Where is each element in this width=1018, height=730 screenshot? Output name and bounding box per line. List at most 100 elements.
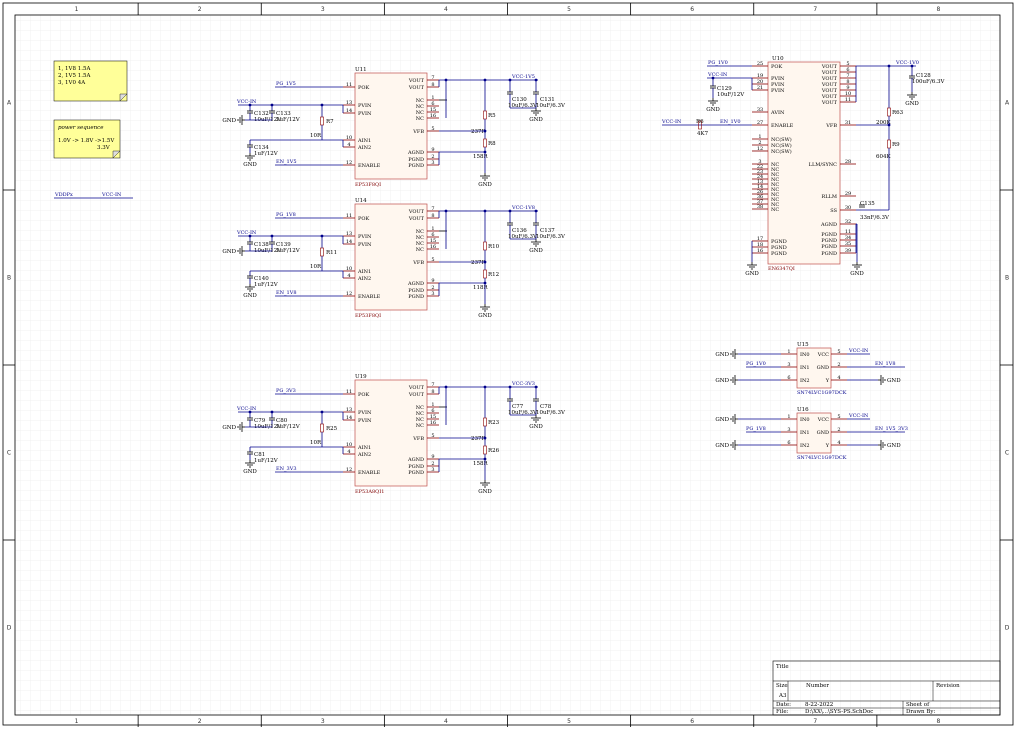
pin-name: VOUT (821, 88, 838, 94)
pin-number: 2 (837, 427, 840, 433)
output-net-label: VCC-1V8 (511, 205, 535, 211)
zone-row-left: A (7, 100, 12, 107)
pin-number: 20 (757, 79, 763, 85)
zone-row-left: D (7, 625, 12, 632)
vddp-label: VDDPx (54, 192, 73, 198)
pin-number: 8 (431, 213, 434, 219)
pin-name: PVIN (771, 76, 785, 82)
cap-value: 33nF/6.3V (860, 215, 890, 221)
pin-number: 4 (837, 440, 840, 446)
pin-name: GND (817, 430, 829, 436)
zone-row-right: D (1005, 625, 1010, 632)
ground-symbol: GND (850, 262, 864, 277)
pin-number: 3 (787, 427, 790, 433)
pin-name: VOUT (408, 385, 425, 391)
current-note: 1, 1V8 1.5A 2, 1V5 1.5A 3, 1V0 4A (53, 60, 128, 102)
title-label: Title (776, 664, 789, 670)
junction-dot (483, 260, 487, 264)
ground-label: GND (243, 469, 257, 475)
note-line-1: 1, 1V8 1.5A (58, 66, 91, 72)
pin-number: 2 (431, 154, 434, 160)
pin-number: 5 (431, 433, 434, 439)
pok-net-label: PG_3V3 (276, 388, 296, 394)
ground-symbol: GND (715, 375, 738, 385)
ground-symbol: GND (715, 349, 738, 359)
pin-name: PGND (821, 238, 837, 244)
pin-name: IN1 (800, 365, 810, 371)
pin-name: VFB (825, 123, 837, 129)
pin-number: 14 (346, 415, 352, 421)
ground-label: GND (222, 118, 236, 124)
zone-col-top: 7 (813, 6, 817, 13)
cap-ref: C140 (254, 276, 269, 282)
pin-number: 39 (845, 248, 851, 254)
pin-number: 4 (347, 142, 350, 148)
resistor-ref: R5 (488, 113, 496, 119)
pin-name: NC (771, 207, 779, 213)
pin-name: PVIN (358, 418, 372, 424)
pin-name: AGND (407, 457, 424, 463)
pin-number: 12 (346, 467, 352, 473)
junction-dot (270, 410, 274, 414)
pok-net-label: PG_1V8 (276, 212, 296, 218)
pin-name: VOUT (821, 100, 838, 106)
size-label: Size (776, 683, 788, 689)
pin-number: 36 (757, 194, 763, 200)
pin-number: 26 (757, 189, 763, 195)
output-net-label: VCC-3V3 (511, 381, 535, 387)
pin-number: 12 (346, 291, 352, 297)
junction-dot (483, 281, 487, 285)
pin-number: 13 (346, 407, 352, 413)
pin-number: 16 (430, 420, 436, 426)
pin-name: VOUT (821, 70, 838, 76)
ground-label: GND (222, 249, 236, 255)
output-net-label: VCC-1V0 (895, 60, 919, 66)
resistor-ref: R25 (326, 426, 338, 432)
pin-number: 1 (431, 95, 434, 101)
zone-col-top: 8 (937, 6, 941, 13)
ground-label: GND (715, 443, 729, 449)
pin-name: AGND (407, 281, 424, 287)
pin-name: PGND (821, 244, 837, 250)
pin-number: 11 (346, 213, 352, 219)
cap-ref: C81 (254, 452, 265, 458)
pin-number: 10 (346, 135, 352, 141)
ic-ref: U16 (797, 407, 809, 413)
ground-symbol: GND (529, 415, 543, 430)
pin-name: PGND (771, 251, 787, 257)
regulator-u11: U11EP53F8QIPOK11PVIN13PVIN14AIN110AIN24E… (222, 67, 566, 188)
pin-number: 24 (757, 174, 763, 180)
ground-label: GND (478, 182, 492, 188)
pin-number: 16 (757, 248, 763, 254)
ground-symbol: GND (478, 173, 492, 188)
pin-number: 27 (757, 120, 763, 126)
pin-number: 11 (346, 389, 352, 395)
pin-name: IN0 (800, 352, 810, 358)
ground-symbol: GND (715, 414, 738, 424)
pin-name: VFB (412, 436, 424, 442)
pin-name: ENABLE (771, 123, 794, 129)
pin-name: NC (771, 172, 779, 178)
pin-number: 15 (430, 107, 436, 113)
pin-number: 9 (431, 278, 434, 284)
file-label: File: (776, 709, 789, 715)
pin-name: NC (416, 229, 424, 235)
input-net-label: PG_1V0 (746, 361, 766, 367)
ground-symbol: GND (878, 440, 901, 450)
pin-name: NC (416, 241, 424, 247)
regulators: U11EP53F8QIPOK11PVIN13PVIN14AIN110AIN24E… (222, 67, 566, 495)
pin-name: NC(SW) (771, 148, 792, 155)
pin-number: 19 (757, 73, 763, 79)
junction-dot (320, 410, 324, 414)
zone-row-left: C (7, 450, 11, 457)
zone-col-bottom: 8 (937, 718, 941, 725)
resistor-ref: R11 (326, 250, 337, 256)
ground-symbol: GND (745, 262, 759, 277)
pin-name: ENABLE (358, 294, 381, 300)
pin-number: 1 (758, 134, 761, 140)
ground-label: GND (243, 293, 257, 299)
zone-col-top: 6 (690, 6, 694, 13)
